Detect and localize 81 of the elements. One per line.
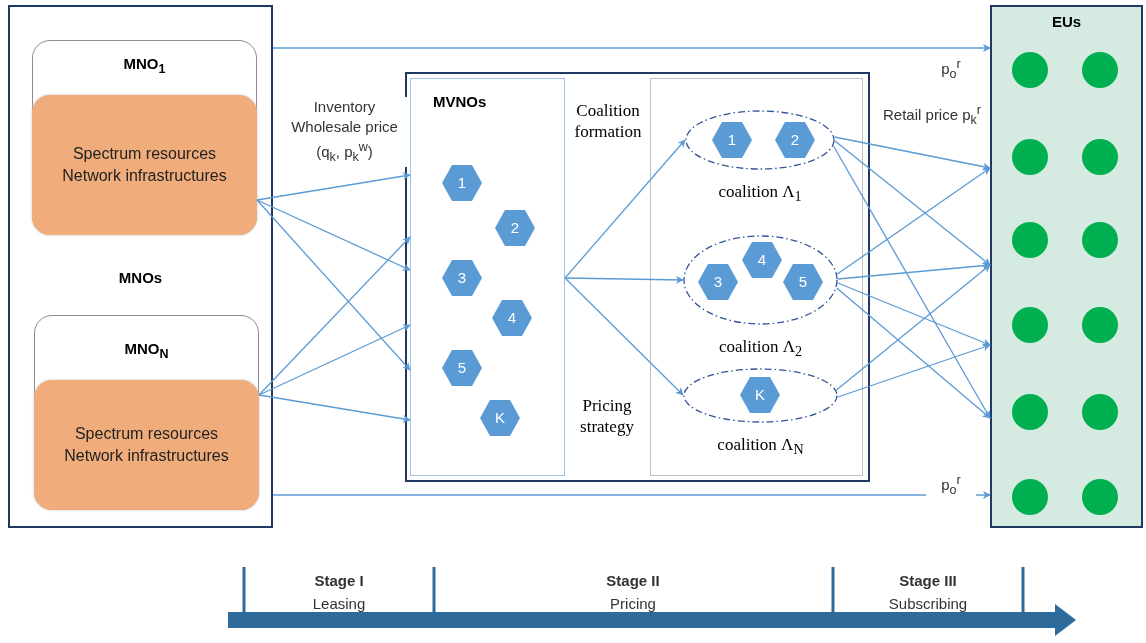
- user-dot: [1012, 52, 1048, 88]
- arrow: [837, 261, 991, 280]
- node-number: 5: [797, 272, 809, 292]
- arrow: [833, 136, 991, 171]
- arrow: [272, 44, 991, 52]
- stage-title: Stage III: [898, 572, 958, 589]
- group-panel: [650, 78, 863, 476]
- user-dot: [1012, 222, 1048, 258]
- arrow: [256, 199, 411, 371]
- hexagon-node: [492, 300, 532, 336]
- arrow: [564, 277, 684, 396]
- arrow: [564, 275, 684, 284]
- user-dot: [1082, 222, 1118, 258]
- stage-title: Stage I: [313, 572, 365, 589]
- arrow: [836, 287, 991, 419]
- arrow: [564, 139, 686, 279]
- node-number: 3: [456, 268, 468, 288]
- node-number: 2: [789, 130, 801, 150]
- user-dot: [1082, 307, 1118, 343]
- hexagon-node: [698, 264, 738, 300]
- hexagon-node: [740, 377, 780, 413]
- user-dot: [1012, 307, 1048, 343]
- stage-name: Leasing: [311, 595, 367, 612]
- arrow: [834, 140, 991, 266]
- stage-title: Stage II: [605, 572, 661, 589]
- hexagon-node: [442, 165, 482, 201]
- node-number: 4: [756, 250, 768, 270]
- hexagon-node: [742, 242, 782, 278]
- resource-text: Spectrum resources Network infrastructures: [63, 424, 230, 466]
- arrow: [836, 167, 991, 275]
- arrow: [258, 324, 411, 396]
- node-number: K: [494, 408, 506, 428]
- resource-box: [34, 380, 259, 510]
- operator-card: [34, 315, 259, 510]
- user-dot: [1082, 479, 1118, 515]
- hexagon-node: [775, 122, 815, 158]
- arrow: [272, 491, 991, 499]
- user-dot: [1012, 394, 1048, 430]
- hexagon-node: [442, 350, 482, 386]
- hexagon-node: [442, 260, 482, 296]
- hexagon-node: [480, 400, 520, 436]
- hexagon-node: [495, 210, 535, 246]
- group-panel: [8, 5, 273, 528]
- node-number: K: [754, 385, 766, 405]
- stage-name: Pricing: [609, 595, 657, 612]
- arrow: [258, 236, 411, 396]
- group-title: MVNOs: [433, 93, 487, 110]
- arrow: [835, 264, 991, 391]
- arrow: [258, 394, 411, 423]
- user-dot: [1082, 52, 1118, 88]
- coalition-caption: coalition Λ$_{2}$: [717, 337, 804, 361]
- arrow: [832, 145, 991, 419]
- user-dot: [1082, 139, 1118, 175]
- arrow: [837, 343, 991, 398]
- node-number: 2: [509, 218, 521, 238]
- resource-text: Spectrum resources Network infrastructures: [61, 144, 228, 186]
- node-number: 3: [712, 272, 724, 292]
- group-title: MNOs: [117, 269, 164, 286]
- arrow: [837, 282, 991, 346]
- node-number: 1: [726, 130, 738, 150]
- user-dot: [1012, 139, 1048, 175]
- group-title: MNO$_{1}$: [122, 55, 167, 76]
- coalition-caption: coalition Λ$_{1}$: [717, 182, 803, 206]
- group-frame: [405, 72, 870, 482]
- group-title: EUs: [1050, 13, 1083, 30]
- hexagon-node: [783, 264, 823, 300]
- resource-box: [32, 95, 257, 235]
- user-dot: [1012, 479, 1048, 515]
- node-number: 4: [506, 308, 518, 328]
- hexagon-node: [712, 122, 752, 158]
- group-panel: [410, 78, 565, 476]
- group-panel: [990, 5, 1143, 528]
- node-number: 1: [456, 173, 468, 193]
- user-dot: [1082, 394, 1118, 430]
- group-title: MNO$_{N}$: [123, 340, 170, 361]
- arrow: [256, 172, 411, 201]
- coalition-caption: coalition Λ$_{N}$: [716, 435, 805, 459]
- node-number: 5: [456, 358, 468, 378]
- arrow: [256, 199, 411, 271]
- operator-card: [32, 40, 257, 235]
- stage-name: Subscribing: [887, 595, 969, 612]
